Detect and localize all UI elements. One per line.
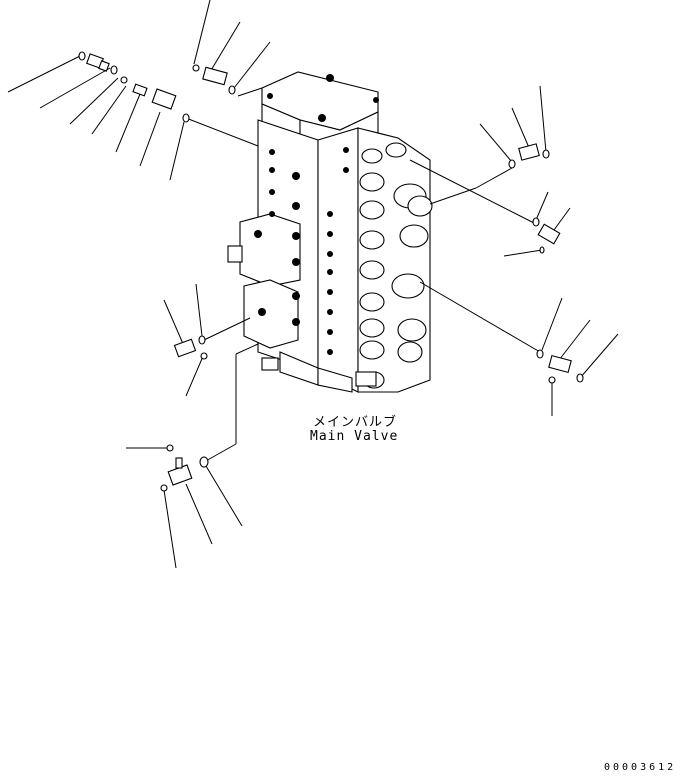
o-ring-icon [199,456,209,468]
o-ring-icon [182,113,190,123]
o-ring-icon [200,352,208,360]
o-ring-icon [160,484,168,492]
o-ring-icon [166,444,174,452]
pressure-fitting-icon [173,338,197,358]
o-ring-icon [508,159,516,169]
leader-lines [7,0,619,569]
o-ring-icon [110,65,118,75]
o-ring-icon [532,217,540,227]
o-ring-icon [198,335,206,345]
o-ring-icon [542,149,550,159]
pressure-fitting-icon [151,88,177,110]
o-ring-icon [120,76,128,84]
reference-number: 00003612 [604,762,677,773]
pressure-fitting-icon [548,354,572,374]
pressure-fitting-icon [518,143,540,161]
loose-parts [78,51,584,492]
pressure-fitting-icon [537,223,561,245]
o-ring-icon [78,51,86,61]
o-ring-icon [228,85,236,95]
main-valve-label-en: Main Valve [310,429,399,444]
pressure-fitting-icon [167,457,193,486]
pressure-fitting-icon [202,66,228,86]
main-valve-label-jp: メインバルブ [313,415,398,430]
o-ring-icon [548,376,556,384]
main-valve-assembly-icon [227,71,433,393]
o-ring-icon [576,373,584,383]
o-ring-icon [192,64,200,72]
o-ring-icon [539,246,545,254]
o-ring-icon [536,349,544,359]
plug-icon [132,83,148,97]
pressure-fitting-icon [86,53,110,72]
